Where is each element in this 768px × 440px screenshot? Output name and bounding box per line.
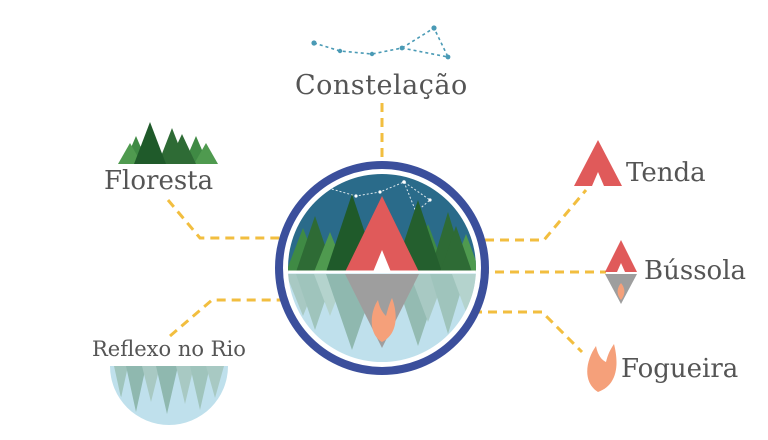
connector-forest [166, 199, 320, 240]
compass-label: Bússola [644, 256, 747, 286]
constellation-icon [311, 25, 451, 60]
river-reflection-label: Reflexo no Rio [92, 337, 246, 361]
tent-label: Tenda [626, 158, 706, 188]
connector-reflection [169, 298, 330, 338]
camp-emblem-icon [275, 161, 489, 375]
campfire-label: Fogueira [621, 354, 739, 384]
forest-icon [118, 122, 218, 164]
forest-label: Floresta [104, 166, 214, 196]
constellation-label: Constelação [295, 70, 468, 101]
tent-icon [574, 140, 622, 186]
campfire-icon [587, 344, 617, 392]
river-reflection-icon [110, 366, 228, 425]
compass-icon [605, 240, 637, 304]
